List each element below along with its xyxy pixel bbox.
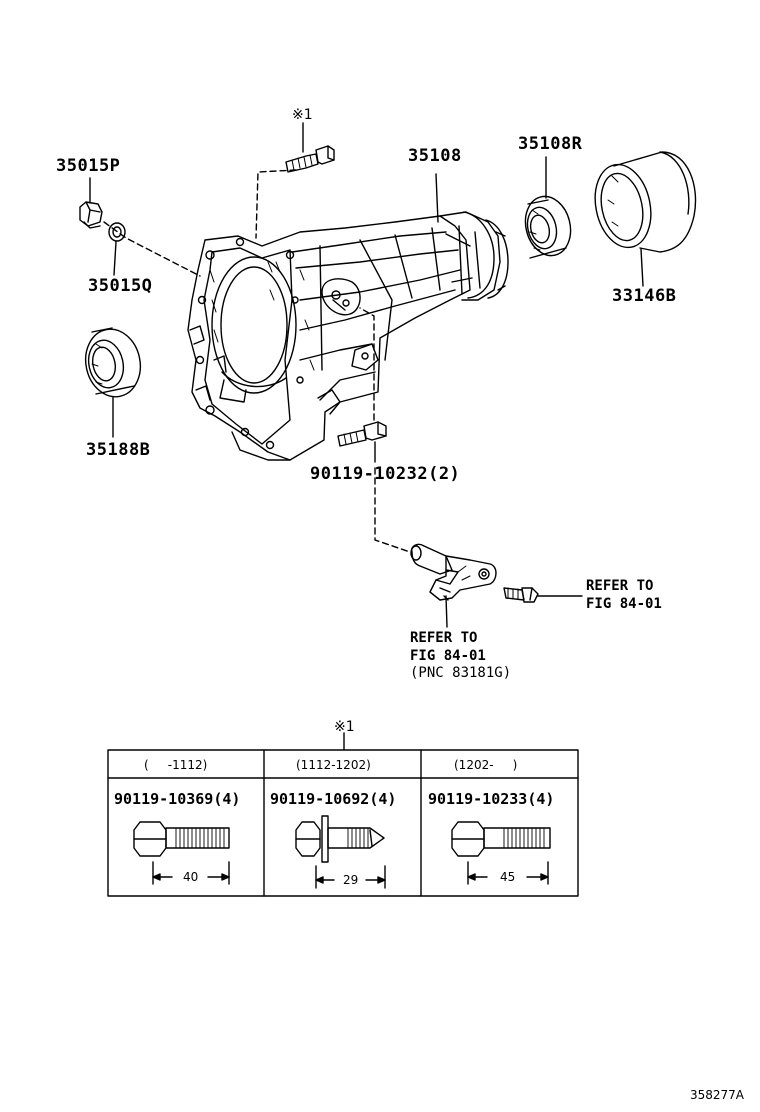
label-mark1-top: ※1 [292, 107, 313, 123]
bolt-drawing-col2 [295, 815, 386, 889]
label-35188B: 35188B [86, 440, 151, 460]
refer-bottom-line1: REFER TO [410, 630, 478, 646]
bolt-mark1-top [285, 145, 335, 173]
leader-35015Q [113, 241, 117, 276]
refer-bottom-line3: (PNC 83181G) [410, 665, 512, 681]
sensor-bolt [503, 587, 539, 603]
label-33146B: 33146B [612, 286, 677, 306]
bolt-drawing-col3 [451, 821, 551, 885]
table-part-col3: 90119-10233(4) [428, 790, 555, 808]
leader-33146B [640, 248, 644, 287]
dashed-line-plug [103, 221, 201, 277]
label-35015P: 35015P [56, 156, 121, 176]
plug-35015P [79, 201, 103, 229]
gasket-35015Q [108, 222, 126, 242]
leader-35108 [435, 173, 439, 223]
label-mark1-table: ※1 [334, 719, 355, 735]
bolt-90119-10232 [337, 421, 387, 447]
oil-seal-35188B [84, 327, 142, 398]
dust-deflector-33146B [594, 151, 697, 253]
label-35015Q: 35015Q [88, 276, 153, 296]
table-length-col3: 45 [500, 870, 516, 884]
label-35108: 35108 [408, 146, 462, 166]
table-part-col1: 90119-10369(4) [114, 790, 241, 808]
table-length-col1: 40 [183, 870, 199, 884]
bolt-drawing-col1 [133, 821, 230, 885]
label-35108R: 35108R [518, 134, 583, 154]
table-range-col3: (1202- ) [454, 758, 518, 772]
dashed-line-top-bolt [255, 169, 297, 239]
table-length-col2: 29 [343, 873, 359, 887]
table-part-col2: 90119-10692(4) [270, 790, 397, 808]
table-range-col1: ( -1112) [144, 758, 208, 772]
oil-seal-35108R [524, 195, 572, 259]
refer-right-line1: REFER TO [586, 578, 654, 594]
speed-sensor [410, 543, 497, 601]
bolt-table [107, 732, 579, 897]
refer-bottom-line2: FIG 84-01 [410, 648, 486, 664]
label-90119-10232: 90119-10232(2) [310, 464, 461, 484]
refer-right-line2: FIG 84-01 [586, 596, 662, 612]
extension-housing-35108 [187, 211, 509, 461]
dashed-line-side-bolt [359, 307, 375, 421]
leader-sensor [445, 595, 448, 628]
table-range-col2: (1112-1202) [296, 758, 371, 772]
document-id: 358277A [690, 1088, 745, 1102]
dashed-line-sensor [374, 467, 411, 553]
